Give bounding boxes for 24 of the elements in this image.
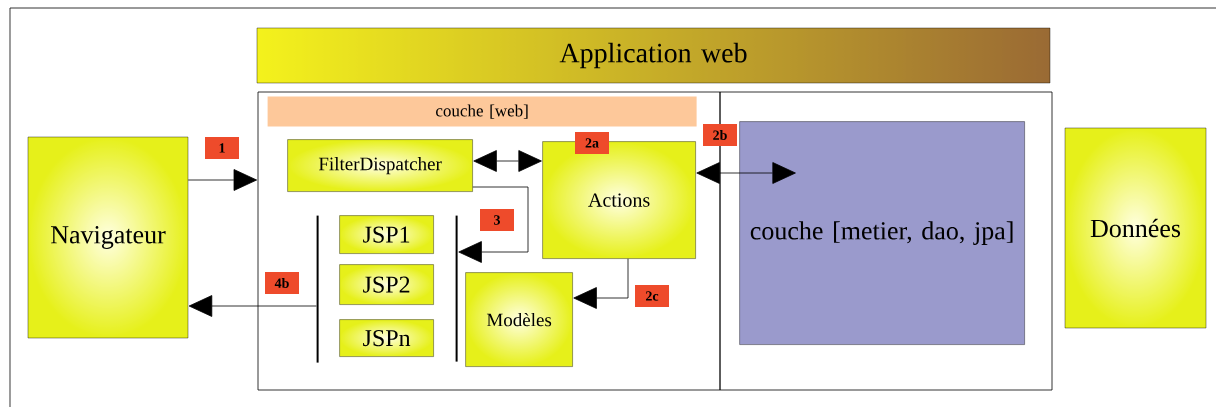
edge-label: 3 (480, 209, 514, 231)
data-box: Données (1064, 127, 1207, 329)
arrow (187, 169, 258, 191)
component-box: Modèles (465, 272, 573, 367)
page-box: JSPn (339, 319, 434, 357)
arrow (188, 295, 317, 317)
layer-box: couche [metier, dao, jpa] (739, 121, 1025, 345)
edge-label: 4b (265, 272, 299, 294)
edge-label: 2b (703, 124, 737, 146)
page-box: JSP1 (339, 215, 434, 254)
edge-label: 2a (575, 132, 609, 154)
arrow (573, 258, 629, 309)
edge-label: 2c (635, 285, 669, 307)
component-box: FilterDispatcher (287, 139, 473, 192)
arrow (696, 162, 796, 184)
browser-box: Navigateur (27, 136, 189, 339)
vertical-bar (455, 215, 458, 362)
edge-label: 1 (205, 137, 239, 159)
arrow (458, 186, 529, 263)
layer-band: couche [web] (267, 96, 697, 127)
arrow (473, 150, 542, 172)
vertical-bar (316, 215, 319, 363)
page-box: JSP2 (339, 264, 434, 305)
title-band: Application web (256, 27, 1051, 84)
